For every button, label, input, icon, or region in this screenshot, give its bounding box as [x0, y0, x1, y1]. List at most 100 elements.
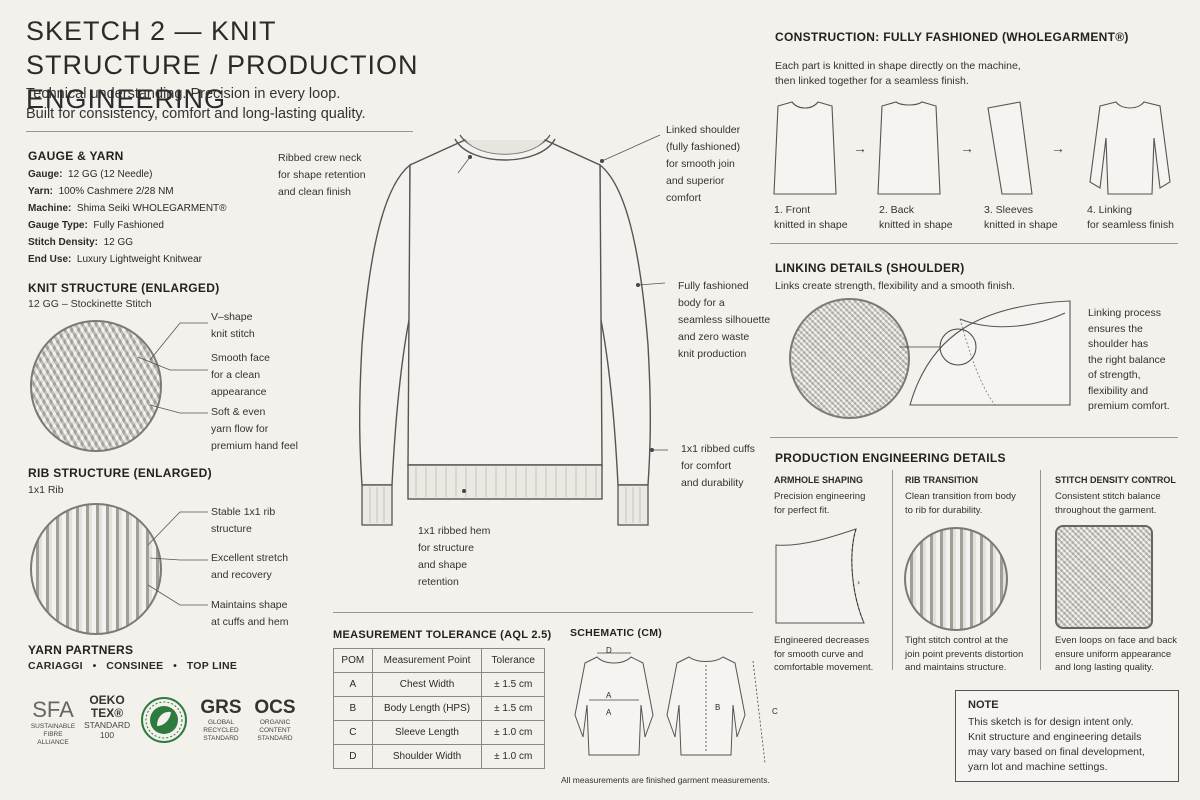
rib-transition-desc: Clean transition from body to rib for du…	[905, 491, 1016, 516]
ocs-logo: OCS ORGANIC CONTENT STANDARD	[254, 697, 296, 742]
callout-yarn-flow: Soft & even yarn flow for premium hand f…	[211, 406, 298, 452]
table-cell: D	[333, 744, 373, 769]
callout-smooth-face: Smooth face for a clean appearance	[211, 352, 270, 398]
divider	[1040, 470, 1041, 670]
oeko-tex-logo: OEKO TEX® STANDARD 100	[84, 693, 131, 741]
table-row: B Body Length (HPS) ± 1.5 cm	[333, 696, 545, 721]
linking-closeup-image	[789, 298, 910, 419]
spec-row: Gauge Type: Fully Fashioned	[28, 220, 164, 231]
callout-body: Fully fashioned body for a seamless silh…	[678, 280, 771, 360]
construction-step-3: 3. Sleeves knitted in shape	[984, 204, 1058, 231]
measurement-heading: MEASUREMENT TOLERANCE (AQL 2.5)	[333, 629, 552, 641]
table-header-row: POM Measurement Point Tolerance	[333, 648, 545, 673]
shoulder-link-illustration	[900, 300, 1071, 406]
armhole-desc: Precision engineering for perfect fit.	[774, 491, 866, 516]
note-text: This sketch is for design intent only. K…	[968, 716, 1145, 773]
stockinette-stitch-image	[30, 320, 162, 452]
armhole-illustration: ›	[775, 528, 865, 624]
armhole-footnote: Engineered decreases for smooth curve an…	[774, 635, 874, 673]
table-cell: A	[333, 672, 373, 697]
spec-row: Stitch Density: 12 GG	[28, 237, 134, 248]
linking-description: Links create strength, flexibility and a…	[775, 280, 1015, 292]
knit-structure-sub: 12 GG – Stockinette Stitch	[28, 298, 152, 310]
table-cell: Sleeve Length	[371, 720, 483, 745]
callout-cuffs: 1x1 ribbed cuffs for comfort and durabil…	[681, 443, 755, 489]
spec-row: Gauge: 12 GG (12 Needle)	[28, 169, 153, 180]
column-header: POM	[333, 648, 373, 673]
stitch-density-desc: Consistent stitch balance throughout the…	[1055, 491, 1161, 516]
divider	[333, 612, 753, 613]
table-cell: ± 1.0 cm	[481, 720, 545, 745]
production-heading: PRODUCTION ENGINEERING DETAILS	[775, 451, 1006, 465]
svg-text:›: ›	[857, 578, 860, 587]
gauge-yarn-spec-list: Gauge: 12 GG (12 Needle) Yarn: 100% Cash…	[28, 166, 328, 268]
divider	[26, 131, 413, 132]
callout-lines	[147, 511, 208, 606]
construction-steps-illustration	[773, 101, 1171, 195]
stitch-density-footnote: Even loops on face and back ensure unifo…	[1055, 635, 1178, 673]
divider	[892, 470, 893, 670]
linking-heading: LINKING DETAILS (SHOULDER)	[775, 261, 965, 275]
grs-logo: GRS GLOBAL RECYCLED STANDARD	[200, 697, 242, 742]
note-box: NOTE This sketch is for design intent on…	[955, 690, 1179, 782]
spec-row: Yarn: 100% Cashmere 2/28 NM	[28, 186, 174, 197]
step-arrow-icon: →	[853, 140, 867, 156]
armhole-title: ARMHOLE SHAPING	[774, 475, 864, 485]
tagline-line-2: Built for consistency, comfort and long-…	[26, 106, 366, 122]
schematic-diagram	[574, 652, 766, 764]
rib-transition-title: RIB TRANSITION	[905, 475, 978, 485]
schematic-footnote: All measurements are finished garment me…	[561, 775, 770, 785]
divider	[770, 243, 1178, 244]
spec-row: Machine: Shima Seiki WHOLEGARMENT®	[28, 203, 227, 214]
schematic-label-b: B	[715, 703, 721, 712]
callout-hem: 1x1 ribbed hem for structure and shape r…	[418, 525, 491, 588]
schematic-label-d: D	[606, 646, 612, 655]
schematic-label-a: A	[606, 708, 612, 717]
table-row: A Chest Width ± 1.5 cm	[333, 672, 545, 697]
linking-note: Linking process ensures the shoulder has…	[1088, 307, 1170, 412]
callout-rib-stretch: Excellent stretch and recovery	[211, 552, 289, 581]
callout-knit-stitch: V–shape knit stitch	[211, 311, 255, 340]
table-cell: ± 1.5 cm	[481, 672, 545, 697]
construction-description: Each part is knitted in shape directly o…	[775, 60, 1021, 87]
table-cell: Chest Width	[371, 672, 483, 697]
tagline-line-1: Technical understanding. Precision in ev…	[26, 86, 341, 102]
measurement-table: POM Measurement Point Tolerance A Chest …	[333, 648, 545, 769]
tagline: Technical understanding. Precision in ev…	[26, 84, 426, 124]
table-row: C Sleeve Length ± 1.0 cm	[333, 720, 545, 745]
step-arrow-icon: →	[960, 140, 974, 156]
rib-transition-footnote: Tight stitch control at the join point p…	[905, 635, 1024, 673]
callout-shoulder: Linked shoulder (fully fashioned) for sm…	[666, 124, 741, 204]
stitch-density-image	[1055, 525, 1153, 629]
yarn-partners-list: CARIAGGI • CONSINEE • TOP LINE	[28, 660, 238, 672]
table-cell: C	[333, 720, 373, 745]
table-cell: Shoulder Width	[371, 744, 483, 769]
callout-rib-stable: Stable 1x1 rib structure	[211, 506, 276, 535]
step-arrow-icon: →	[1051, 140, 1065, 156]
schematic-label-c: C	[772, 707, 778, 716]
rib-structure-heading: RIB STRUCTURE (ENLARGED)	[28, 466, 212, 480]
callout-crew-neck: Ribbed crew neck for shape retention and…	[278, 152, 366, 198]
sweater-technical-sketch	[358, 134, 668, 526]
construction-step-4: 4. Linking for seamless finish	[1087, 204, 1174, 231]
schematic-label-a: A	[606, 691, 612, 700]
table-cell: B	[333, 696, 373, 721]
construction-heading: CONSTRUCTION: FULLY FASHIONED (WHOLEGARM…	[775, 30, 1129, 44]
divider	[770, 437, 1178, 438]
stitch-density-title: STITCH DENSITY CONTROL	[1055, 475, 1176, 485]
table-cell: ± 1.0 cm	[481, 744, 545, 769]
note-heading: NOTE	[968, 699, 999, 711]
table-cell: Body Length (HPS)	[371, 696, 483, 721]
gauge-yarn-heading: GAUGE & YARN	[28, 149, 124, 163]
yarn-partners-heading: YARN PARTNERS	[28, 643, 134, 657]
table-row: D Shoulder Width ± 1.0 cm	[333, 744, 545, 769]
table-cell: ± 1.5 cm	[481, 696, 545, 721]
column-header: Measurement Point	[371, 648, 483, 673]
construction-step-1: 1. Front knitted in shape	[774, 204, 848, 231]
rib-transition-image	[904, 527, 1008, 631]
knit-structure-heading: KNIT STRUCTURE (ENLARGED)	[28, 281, 220, 295]
rib-structure-sub: 1x1 Rib	[28, 484, 64, 496]
callout-lines	[137, 322, 208, 414]
construction-step-2: 2. Back knitted in shape	[879, 204, 953, 231]
callout-rib-shape: Maintains shape at cuffs and hem	[211, 599, 289, 628]
